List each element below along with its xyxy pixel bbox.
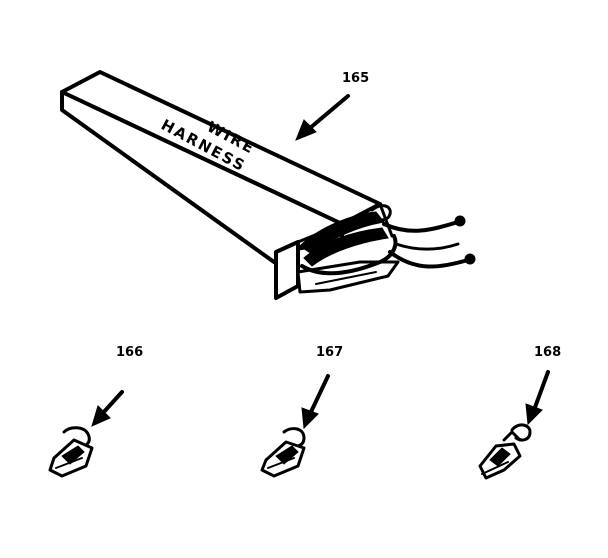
lead-end-lower (464, 253, 476, 265)
lead-wire-lower (388, 250, 470, 269)
terminal-168-crimp (489, 447, 511, 467)
callout-168-arrowhead (525, 403, 543, 426)
terminal-166-crimp (61, 445, 85, 465)
callout-168: 168 (525, 345, 561, 426)
callout-168-label: 168 (534, 345, 561, 360)
lead-wire-upper (382, 220, 460, 233)
callout-166-arrowhead (91, 405, 111, 427)
callout-166-label: 166 (116, 345, 143, 360)
terminal-168 (478, 423, 532, 480)
coil-top-loop (370, 204, 392, 222)
callout-165-leader (308, 94, 350, 130)
callout-167-leader (308, 374, 330, 416)
tray-line (315, 271, 377, 285)
terminal-167-edge (267, 457, 295, 469)
terminal-168-ring (510, 423, 532, 442)
callout-167-label: 167 (316, 345, 343, 360)
lead-wire-mid (394, 242, 460, 251)
terminal-167-crimp (275, 445, 299, 465)
coil-band-2 (303, 227, 389, 267)
callout-167: 167 (301, 345, 343, 430)
callout-166-leader (100, 390, 124, 416)
callout-168-leader (532, 370, 550, 412)
terminal-168-tab (502, 430, 522, 442)
box-end-flap (274, 240, 300, 300)
harness-coil (299, 204, 398, 276)
callout-167-arrowhead (301, 407, 319, 430)
terminal-166-edge (55, 457, 83, 469)
callout-165: 165 (295, 71, 369, 141)
callout-165-label: 165 (342, 71, 369, 86)
terminal-167 (260, 427, 306, 478)
wire-harness-box: WIRE HARNESS (60, 70, 476, 300)
terminal-166 (48, 426, 94, 478)
lead-end-upper (454, 215, 466, 227)
terminal-168-edge (481, 461, 509, 475)
callout-166: 166 (91, 345, 143, 427)
callout-165-arrowhead (295, 119, 317, 141)
